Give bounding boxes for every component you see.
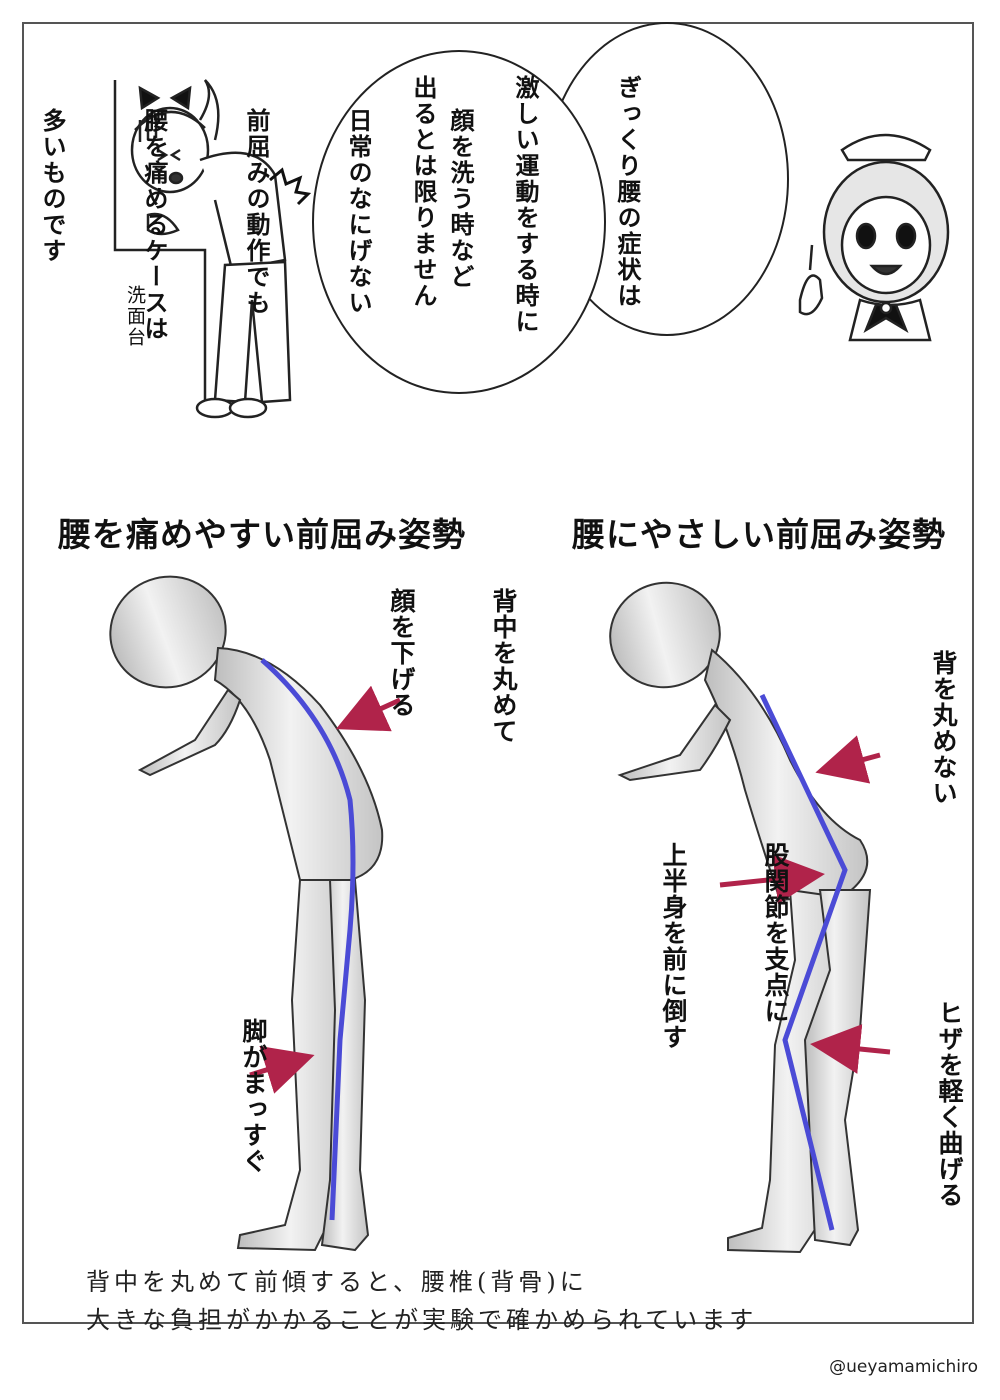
bad-back-label-line-1: 背中を丸めて (489, 588, 518, 744)
bubble-left-line-3: 前屈みの動作でも (242, 108, 270, 316)
arrow-icon (335, 685, 402, 732)
arrow-icon (815, 735, 881, 784)
bubble-left-line-5: 多いものです (38, 108, 66, 264)
bad-legs-label: 脚がまっすぐ (202, 1018, 338, 1174)
bubble-right-line-1: ぎっくり腰の症状は (613, 75, 641, 309)
bubble-left-text: 顔を洗う時など 日常のなにげない 前屈みの動作でも 腰を痛めるケースは 多いもの… (38, 108, 545, 358)
author-credit: @ueyamamichiro (829, 1357, 978, 1377)
bad-spine-line (260, 658, 356, 1221)
bubble-left-line-4: 腰を痛めるケースは (140, 108, 168, 342)
bad-legs-label-line-1: 脚がまっすぐ (239, 1018, 268, 1174)
caption-line-1: 背中を丸めて前傾すると、腰椎(背骨)に (86, 1268, 588, 1296)
bubble-right-text: ぎっくり腰の症状は 激しい運動をする時に 出るとは限りません (409, 75, 712, 335)
good-back-label: 背を丸めない (892, 650, 1000, 806)
maid-pointing-illustration (798, 133, 950, 342)
arrow-icon (719, 854, 825, 905)
caption-line-2: 大きな負担がかかることが実験で確かめられています (86, 1306, 758, 1334)
bad-posture-title: 腰を痛めやすい前屈み姿勢 (58, 515, 466, 554)
good-hip-label-line-2: 上半身を前に倒す (659, 842, 688, 1050)
arrow-icon (810, 1024, 891, 1074)
good-spine-line (759, 693, 848, 1231)
bubble-right-line-2: 激しい運動をする時に (511, 75, 539, 335)
page-frame (22, 22, 974, 1324)
sink-label: 洗面台 (124, 285, 146, 348)
bad-back-label: 背中を丸めて 顔を下げる (350, 588, 588, 744)
arrow-icon (249, 1045, 315, 1094)
good-hip-label-line-1: 股関節を支点に (761, 842, 790, 1024)
good-hip-label: 股関節を支点に 上半身を前に倒す (622, 842, 860, 1050)
bad-back-label-line-2: 顔を下げる (387, 588, 416, 718)
good-back-label-line-1: 背を丸めない (929, 650, 958, 806)
bubble-left-line-2: 日常のなにげない (344, 108, 372, 316)
bubble-right-line-3: 出るとは限りません (409, 75, 437, 309)
speech-bubble-left (312, 50, 606, 394)
bubble-left-line-1: 顔を洗う時など (446, 108, 474, 290)
good-knee-label-line-1: ヒザを軽く曲げる (935, 1000, 964, 1208)
girl-washing-face-illustration (113, 79, 292, 419)
good-knee-label: ヒザを軽く曲げる (898, 1000, 1000, 1208)
pain-spark-icon (269, 167, 312, 206)
good-posture-title: 腰にやさしい前屈み姿勢 (572, 515, 946, 554)
